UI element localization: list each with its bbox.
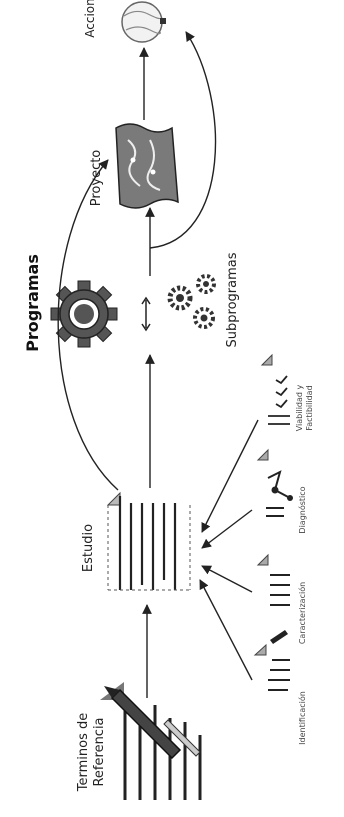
connectors: [57, 31, 259, 698]
label-diagnostico: Diagnóstico: [297, 486, 307, 533]
svg-text:Viabilidad y: Viabilidad y: [295, 384, 304, 431]
viabilidad-icon: [260, 353, 290, 425]
gear-icon: [50, 280, 118, 348]
study-document-icon: [106, 491, 191, 591]
svg-text:Referencia: Referencia: [92, 717, 107, 786]
double-arrow-icon: [141, 296, 151, 332]
caracterizacion-icon: [256, 553, 290, 606]
diagnostico-icon: [256, 448, 293, 517]
project-map-icon: [115, 123, 179, 209]
label-proyecto: Proyecto: [89, 150, 104, 207]
label-subprogramas: Subprogramas: [225, 252, 240, 347]
label-accion: Accion: [83, 0, 97, 38]
action-globe-icon: [121, 1, 166, 43]
label-viabilidad: Viabilidad y Factibilidad: [295, 384, 314, 431]
svg-text:Factibilidad: Factibilidad: [305, 385, 314, 430]
label-estudio: Estudio: [81, 524, 96, 572]
identificacion-icon: [253, 630, 290, 691]
label-caracterizacion: Caracterización: [297, 582, 307, 644]
gears-icon: [167, 274, 216, 329]
svg-text:Terminos de: Terminos de: [76, 713, 91, 792]
label-identificacion: Identificación: [297, 691, 307, 745]
document-pen-icon: [100, 682, 202, 800]
label-programas: Programas: [23, 254, 42, 352]
label-terminos: Terminos de Referencia: [76, 713, 107, 792]
